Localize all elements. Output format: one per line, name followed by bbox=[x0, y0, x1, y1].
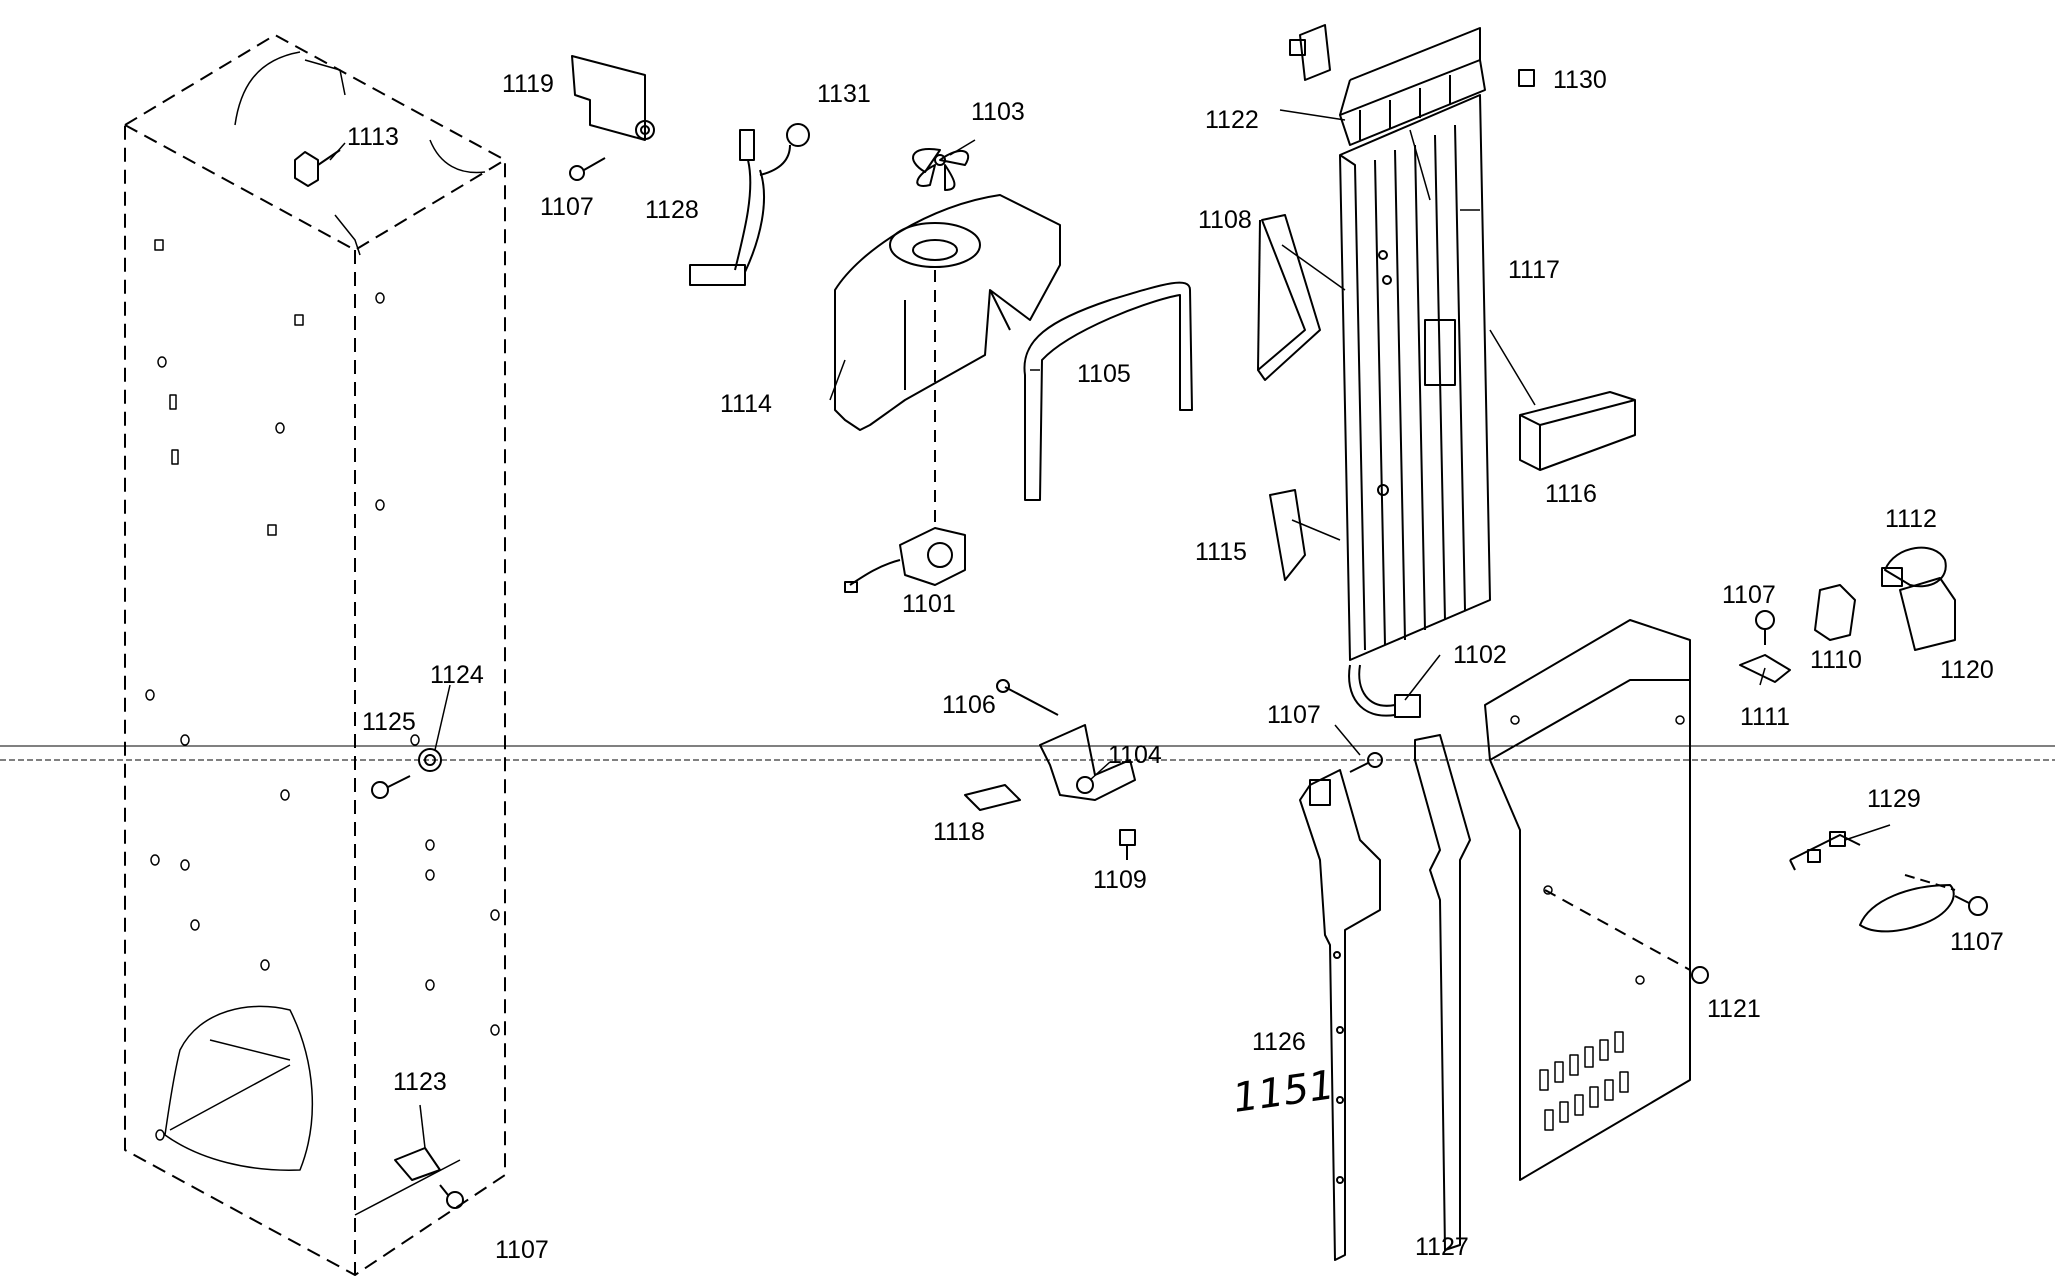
scan-lines bbox=[0, 745, 2055, 761]
label-1128: 1128 bbox=[645, 196, 699, 224]
label-1122: 1122 bbox=[1205, 106, 1259, 134]
label-1112: 1112 bbox=[1885, 505, 1937, 533]
label-1120: 1120 bbox=[1940, 656, 1994, 684]
leader-lines bbox=[329, 109, 1891, 1149]
part-1120-lamp-cover[interactable] bbox=[1899, 577, 1956, 651]
label-1117: 1117 bbox=[1508, 256, 1560, 284]
part-1126-strip[interactable] bbox=[1299, 769, 1381, 1261]
label-1113: 1113 bbox=[347, 123, 399, 151]
part-1116-bracket[interactable] bbox=[1519, 391, 1636, 471]
label-1119: 1119 bbox=[502, 70, 554, 98]
part-1112-light-bulb[interactable] bbox=[1881, 546, 1947, 588]
label-1107-top: 1107 bbox=[540, 193, 594, 221]
part-1114-fan-shroud[interactable] bbox=[834, 194, 1061, 530]
label-1130: 1130 bbox=[1553, 66, 1607, 94]
part-1105-gasket[interactable] bbox=[1023, 281, 1193, 501]
label-1124: 1124 bbox=[430, 661, 484, 689]
part-1107-screw-right[interactable] bbox=[1755, 610, 1775, 645]
part-1102-wire-connector[interactable] bbox=[1348, 664, 1421, 718]
cabinet-details bbox=[145, 51, 500, 1216]
part-1124-thermostat[interactable] bbox=[418, 748, 442, 772]
label-1107-light: 1107 bbox=[1950, 928, 2004, 956]
part-1118-pad[interactable] bbox=[964, 784, 1021, 811]
part-1108-air-duct[interactable] bbox=[1257, 214, 1321, 381]
part-1125-screw[interactable] bbox=[371, 775, 411, 799]
part-1110-lamp-socket[interactable] bbox=[1814, 584, 1856, 641]
label-1118: 1118 bbox=[933, 818, 985, 846]
label-1101: 1101 bbox=[902, 590, 956, 618]
label-1123: 1123 bbox=[393, 1068, 447, 1096]
part-1106-screw[interactable] bbox=[996, 679, 1059, 716]
part-1107-screw-bottom[interactable] bbox=[439, 1184, 464, 1209]
part-1117-evaporator-cover[interactable] bbox=[1339, 94, 1491, 661]
part-1128-wire-harness[interactable] bbox=[689, 129, 766, 286]
part-cover-cap bbox=[1289, 24, 1331, 81]
label-1103: 1103 bbox=[971, 98, 1025, 126]
handwritten-note: 1151 bbox=[1230, 1062, 1337, 1122]
label-1125: 1125 bbox=[362, 708, 416, 736]
part-1122-grille[interactable] bbox=[1339, 27, 1486, 146]
label-1106: 1106 bbox=[942, 691, 996, 719]
part-1121-screw[interactable] bbox=[1544, 889, 1709, 984]
label-1108: 1108 bbox=[1198, 206, 1252, 234]
label-1114: 1114 bbox=[720, 390, 772, 418]
part-1109-screw[interactable] bbox=[1119, 829, 1136, 860]
label-1102: 1102 bbox=[1453, 641, 1507, 669]
part-1119-bracket[interactable] bbox=[571, 55, 655, 141]
part-light-lens bbox=[1859, 874, 1956, 933]
part-1104-bracket[interactable] bbox=[1039, 724, 1136, 801]
part-1130-clip[interactable] bbox=[1518, 69, 1535, 87]
part-1107-screw-top[interactable] bbox=[569, 157, 606, 181]
label-1121: 1121 bbox=[1707, 995, 1761, 1023]
part-1129-light-harness[interactable] bbox=[1789, 831, 1861, 871]
part-1107-screw-far-right[interactable] bbox=[1954, 895, 1988, 916]
label-1107-lamp: 1107 bbox=[1722, 581, 1776, 609]
label-1129: 1129 bbox=[1867, 785, 1921, 813]
part-1101-fan-motor[interactable] bbox=[844, 527, 966, 593]
part-1121-rear-cover[interactable] bbox=[1484, 619, 1691, 1181]
label-1111: 1111 bbox=[1740, 703, 1790, 731]
label-1110: 1110 bbox=[1810, 646, 1862, 674]
cabinet-housing bbox=[124, 34, 506, 1276]
part-labels: 1119 1113 1107 1131 1103 1128 1114 1105 … bbox=[347, 66, 2004, 1264]
label-1109: 1109 bbox=[1093, 866, 1147, 894]
part-1115-wedge[interactable] bbox=[1269, 489, 1306, 581]
part-1131-sensor[interactable] bbox=[759, 123, 810, 176]
label-1131: 1131 bbox=[817, 80, 871, 108]
label-1105: 1105 bbox=[1077, 360, 1131, 388]
part-1127-strip[interactable] bbox=[1414, 734, 1471, 1251]
label-1107-mid: 1107 bbox=[1267, 701, 1321, 729]
label-1104: 1104 bbox=[1108, 741, 1162, 769]
part-1107-screw-mid[interactable] bbox=[1349, 752, 1383, 773]
label-1115: 1115 bbox=[1195, 538, 1247, 566]
part-1123-bracket[interactable] bbox=[394, 1147, 441, 1181]
label-1107-bottom: 1107 bbox=[495, 1236, 549, 1264]
part-1103-fan-blade[interactable] bbox=[912, 148, 970, 191]
label-1116: 1116 bbox=[1545, 480, 1597, 508]
label-1127: 1127 bbox=[1415, 1233, 1469, 1261]
label-1126: 1126 bbox=[1252, 1028, 1306, 1056]
part-1111-clip[interactable] bbox=[1739, 654, 1791, 683]
